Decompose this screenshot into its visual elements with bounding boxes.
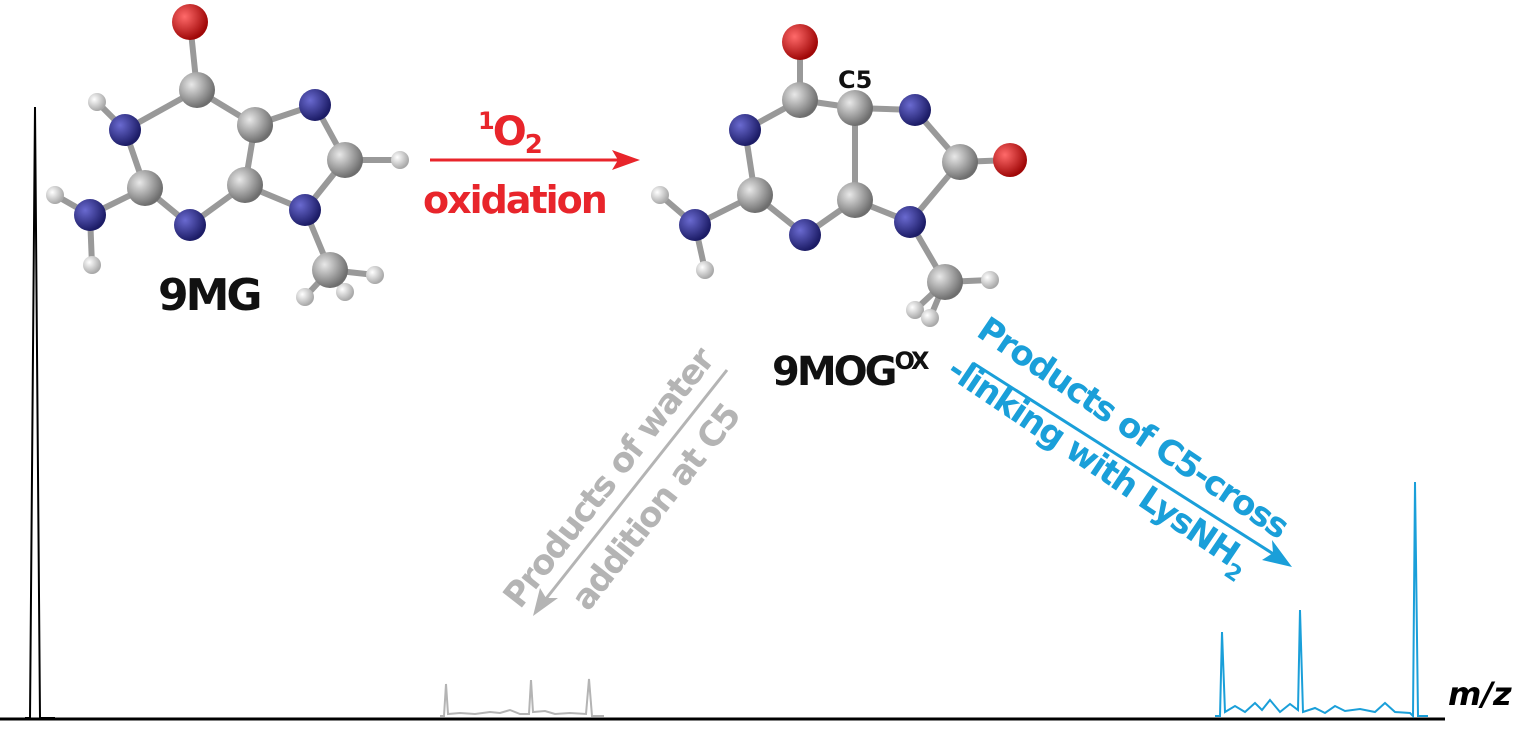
crosslink-pathway: Products of C5-cross -linking with LysNH… xyxy=(940,309,1296,587)
peaks-water-products xyxy=(440,678,604,717)
mass-spectrum: m/z xyxy=(0,106,1512,721)
molecule-9mogox xyxy=(651,24,1027,327)
label-c5: C5 xyxy=(838,66,872,94)
label-9mogox: 9MOGOX xyxy=(772,347,930,395)
molecule-9mg xyxy=(46,4,409,306)
reagent-singlet-oxygen: 1O2 xyxy=(478,107,541,160)
oxidation-arrow: 1O2 oxidation xyxy=(423,107,640,222)
water-addition-pathway: Products of water addition at C5 xyxy=(496,340,749,618)
peaks-crosslink-products xyxy=(1215,481,1428,719)
axis-label-mz: m/z xyxy=(1448,675,1512,713)
peak-9mg xyxy=(25,106,55,719)
label-oxidation: oxidation xyxy=(423,178,606,222)
label-9mg: 9MG xyxy=(158,270,260,321)
